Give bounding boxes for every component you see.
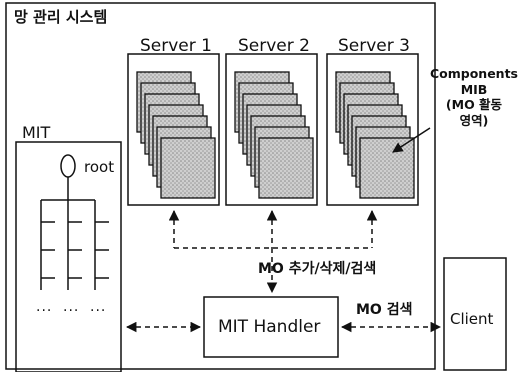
system-boundary (5, 2, 436, 370)
server-2-box (225, 53, 318, 206)
mib-stacks (136, 71, 415, 199)
client-label: Client (450, 310, 494, 328)
mit-label: MIT (22, 123, 51, 142)
mib-sheet (258, 137, 314, 199)
components-pointer (392, 127, 431, 153)
client-box (443, 257, 507, 371)
system-title: 망 관리 시스템 (14, 8, 108, 26)
mit-handler-box (203, 296, 339, 358)
mit-handler-label: MIT Handler (218, 317, 321, 337)
server-1-label: Server 1 (140, 36, 212, 56)
server-2-label: Server 2 (238, 36, 310, 56)
server-3-box (326, 53, 419, 206)
ellipsis-3: ... (90, 299, 107, 315)
ellipsis-2: ... (63, 299, 80, 315)
mib-sheet (160, 137, 216, 199)
components-line-3: (MO 활동 (445, 97, 503, 113)
root-label: root (84, 158, 115, 176)
components-line-1: Components (429, 66, 518, 81)
mit-box (15, 141, 122, 372)
search-label: MO 검색 (356, 302, 413, 318)
operations-label: MO 추가/삭제/검색 (258, 261, 377, 277)
components-line-4: 영역) (459, 112, 489, 128)
server-1-box (127, 53, 220, 206)
mit-tree (40, 177, 109, 290)
ellipsis-1: ... (36, 299, 53, 315)
dashed-connectors (125, 209, 442, 333)
root-node (60, 154, 76, 178)
server-3-label: Server 3 (338, 36, 410, 56)
components-mib-label: Components MIB (MO 활동 영역) (422, 66, 526, 129)
components-line-2: MIB (460, 81, 488, 97)
mib-sheet (359, 137, 415, 199)
